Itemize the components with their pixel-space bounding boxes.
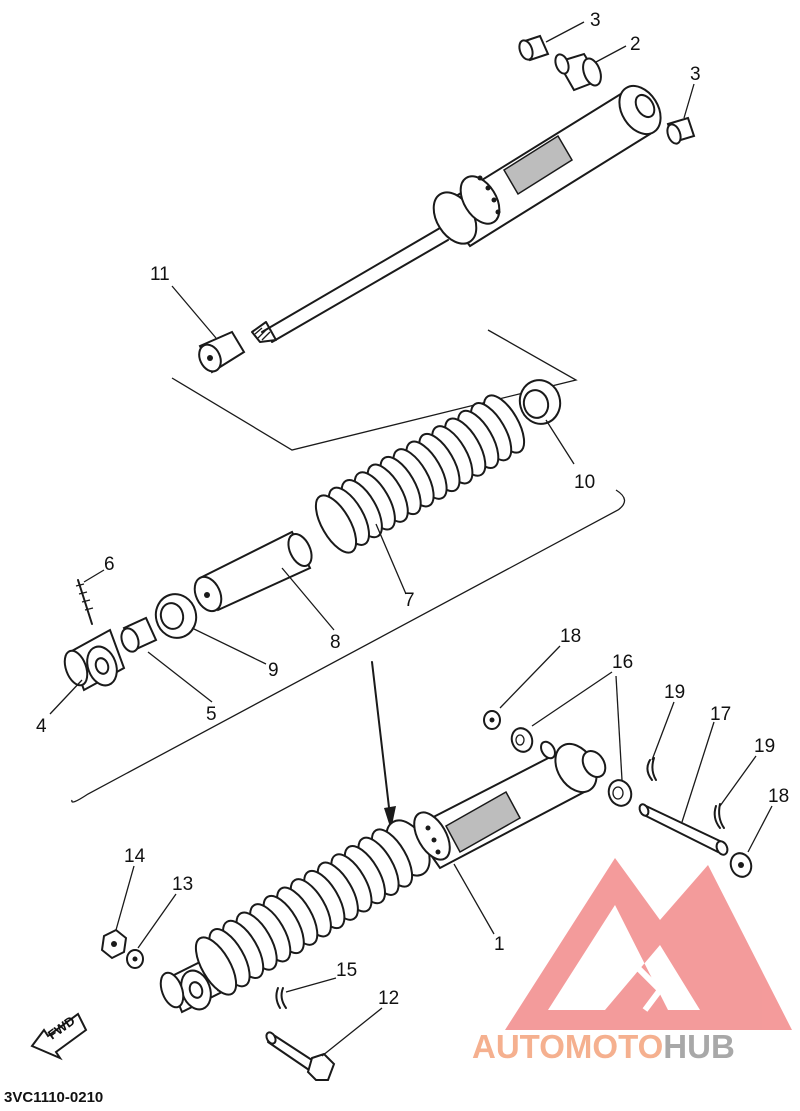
spring-coil: [314, 494, 358, 554]
part-2-collar: [554, 52, 602, 92]
callout-16: 16: [612, 652, 633, 673]
part-18-washer-top: [483, 710, 501, 730]
part-16-washer-left: [510, 727, 534, 753]
callout-6: 6: [104, 554, 115, 575]
callout-3-top: 3: [590, 10, 601, 31]
part-12-bolt: [265, 1031, 336, 1081]
part-14-nut: [100, 928, 128, 960]
callout-1: 1: [494, 934, 505, 955]
watermark-text-moto: MOTO: [565, 1028, 663, 1065]
assembly-arrow: [371, 661, 396, 830]
part-18-washer-bottom: [729, 852, 753, 878]
part-17-pivot-pin: [638, 803, 729, 856]
diagram-code: 3VC1110-0210: [4, 1089, 103, 1106]
callout-18-top: 18: [560, 626, 581, 647]
callout-4: 4: [36, 716, 47, 737]
callout-14: 14: [124, 846, 146, 867]
group-frame-upper: [171, 329, 578, 451]
spring-coil: [194, 936, 238, 996]
group-frame-middle: [71, 489, 626, 803]
part-16-washer-right: [607, 779, 633, 807]
callout-11: 11: [150, 264, 170, 285]
part-19-cotter-pin-right: [713, 803, 725, 829]
callout-9: 9: [268, 660, 279, 681]
callout-labels: 3 2 3 11 10 7 8 9 5 6 4 18 16 19 17 19 1…: [36, 10, 789, 1009]
part-8-spacer-tube: [193, 530, 313, 613]
callout-5: 5: [206, 704, 217, 725]
part-7-coil-spring: [314, 394, 526, 554]
watermark-text-hub: HUB: [663, 1028, 735, 1065]
part-5-nut: [120, 616, 158, 653]
callout-19-left: 19: [664, 682, 685, 703]
part-11-bump-rubber: [198, 330, 246, 374]
part-15-cotter-pin: [275, 987, 287, 1009]
callout-19-right: 19: [754, 736, 775, 757]
callout-12: 12: [378, 988, 399, 1009]
part-13-washer: [126, 949, 144, 969]
callout-7: 7: [404, 590, 415, 611]
part-4-eye-bracket: [63, 628, 126, 692]
watermark-triangle-icon: [505, 858, 792, 1030]
svg-text:AUTOMOTOHUB: AUTOMOTOHUB: [472, 1028, 735, 1065]
part-19-cotter-pin-left: [646, 757, 657, 781]
watermark-text-auto: AUTO: [472, 1028, 565, 1065]
callout-15: 15: [336, 960, 357, 981]
callout-2: 2: [630, 34, 641, 55]
watermark-logo: AUTOMOTOHUB: [472, 858, 792, 1065]
callout-18-bottom: 18: [768, 786, 789, 807]
callout-10: 10: [574, 472, 595, 493]
leader-lines: [49, 21, 773, 1057]
part-3-bushing-right: [666, 116, 696, 145]
callout-3-right: 3: [690, 64, 701, 85]
part-9-spring-seat: [154, 593, 198, 639]
fwd-direction-arrow-icon: FWD: [30, 1012, 88, 1061]
part-3-bushing-top: [518, 34, 550, 62]
part-6-pin: [75, 579, 94, 625]
upper-damper-assembly: [251, 84, 662, 343]
callout-13: 13: [172, 874, 193, 895]
part-1-shock-absorber-assembled: [159, 740, 607, 1014]
callout-8: 8: [330, 632, 341, 653]
callout-17: 17: [710, 704, 731, 725]
part-10-spring-seat: [518, 379, 562, 425]
part-1-coil-spring-assembled: [194, 828, 414, 996]
